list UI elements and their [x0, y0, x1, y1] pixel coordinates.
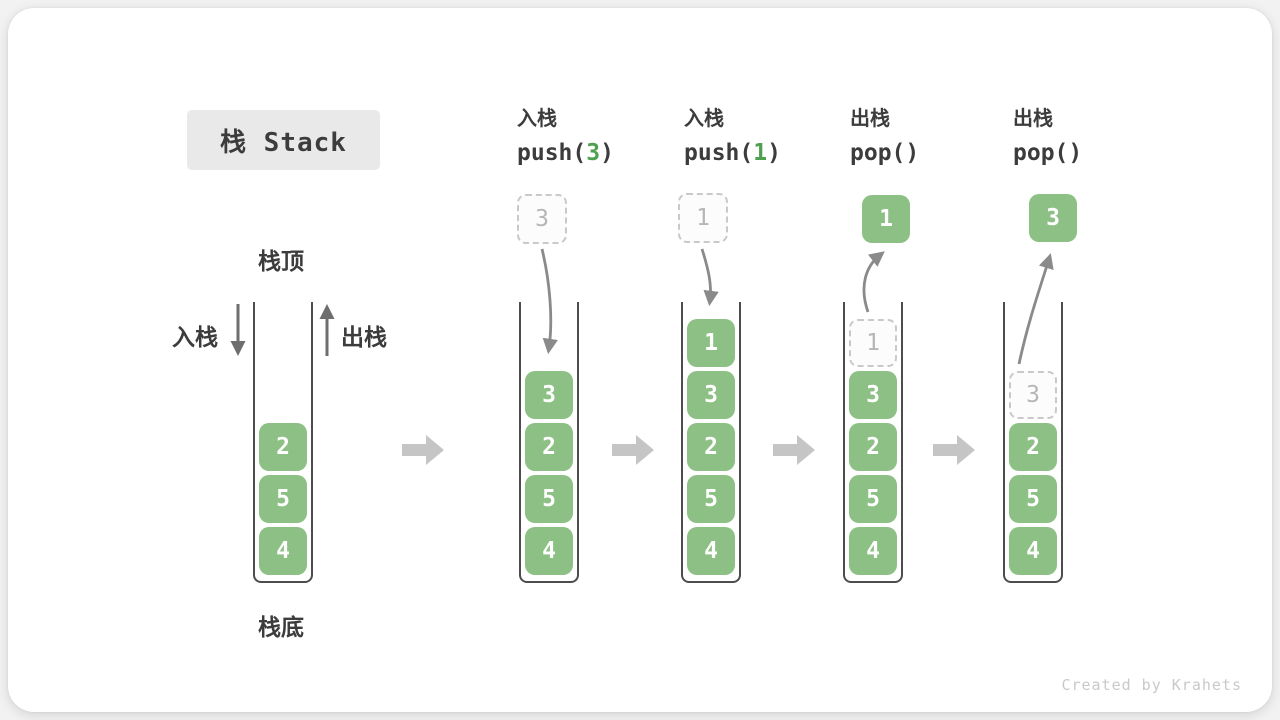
- cell-value: 4: [276, 538, 290, 564]
- stack-cell: 4: [525, 527, 573, 575]
- op-code: push(3): [517, 140, 667, 166]
- stack-cell: 2: [1009, 423, 1057, 471]
- stack-cell: 3: [687, 371, 735, 419]
- stack-cell: 2: [849, 423, 897, 471]
- stack-container-initial: [253, 302, 313, 583]
- stack-cell: 4: [849, 527, 897, 575]
- op-label: 入栈: [517, 108, 557, 130]
- stack-cell: 2: [525, 423, 573, 471]
- push-direction-label: 入栈: [172, 324, 218, 350]
- op-code: push(1): [684, 140, 834, 166]
- op-header-push-3: 入栈 push(3): [517, 104, 667, 166]
- code-close: ): [767, 140, 781, 166]
- code-arg: 1: [753, 140, 768, 166]
- op-label: 出栈: [850, 108, 890, 130]
- title-box: 栈 Stack: [187, 110, 380, 170]
- cell-value: 3: [1046, 205, 1060, 231]
- op-label: 入栈: [684, 108, 724, 130]
- stack-cell: 5: [259, 475, 307, 523]
- op-label: 出栈: [1013, 108, 1053, 130]
- stack-cell: 5: [1009, 475, 1057, 523]
- op-header-push-1: 入栈 push(1): [684, 104, 834, 166]
- stack-cell: 3: [849, 371, 897, 419]
- cell-value: 4: [866, 538, 880, 564]
- code-fn: pop(: [850, 140, 906, 166]
- stack-cell: 4: [687, 527, 735, 575]
- code-fn: push(: [684, 140, 754, 166]
- credit-text: Created by Krahets: [1061, 676, 1242, 694]
- page-title: 栈 Stack: [220, 127, 347, 158]
- pushed-cell-3: 3: [517, 194, 567, 244]
- ghost-cell: 3: [1009, 371, 1057, 419]
- ghost-cell: 1: [849, 319, 897, 367]
- cell-value: 1: [704, 330, 718, 356]
- stack-cell: 5: [687, 475, 735, 523]
- cell-value: 5: [866, 486, 880, 512]
- cell-value: 4: [542, 538, 556, 564]
- op-header-pop-1: 出栈 pop(): [850, 104, 1000, 166]
- op-code: pop(): [850, 140, 1000, 166]
- cell-value: 3: [704, 382, 718, 408]
- code-arg: 3: [586, 140, 601, 166]
- op-header-pop-3: 出栈 pop(): [1013, 104, 1163, 166]
- pop-direction-label: 出栈: [341, 324, 387, 350]
- stack-cell: 2: [259, 423, 307, 471]
- cell-value: 5: [1026, 486, 1040, 512]
- cell-value: 3: [535, 206, 549, 232]
- cell-value: 1: [879, 206, 893, 232]
- stack-bottom-label: 栈底: [258, 614, 304, 640]
- popped-cell-3: 3: [1029, 194, 1077, 242]
- pushed-cell-1: 1: [678, 193, 728, 243]
- code-close: ): [1068, 140, 1083, 166]
- stack-cell: 5: [849, 475, 897, 523]
- cell-value: 2: [276, 434, 290, 460]
- cell-value: 5: [704, 486, 718, 512]
- code-close: ): [600, 140, 614, 166]
- cell-value: 4: [704, 538, 718, 564]
- cell-value: 3: [866, 382, 880, 408]
- code-fn: pop(: [1013, 140, 1069, 166]
- code-fn: push(: [517, 140, 587, 166]
- cell-value: 3: [542, 382, 556, 408]
- cell-value: 2: [866, 434, 880, 460]
- stack-cell: 5: [525, 475, 573, 523]
- op-code: pop(): [1013, 140, 1163, 166]
- stack-container-after-push-1: [681, 302, 741, 583]
- stack-container-after-push-3: [519, 302, 579, 583]
- stack-container-after-pop-1: [843, 302, 903, 583]
- cell-value: 2: [1026, 434, 1040, 460]
- cell-value: 5: [276, 486, 290, 512]
- cell-value: 3: [1026, 382, 1040, 408]
- cell-value: 1: [866, 330, 880, 356]
- code-close: ): [905, 140, 920, 166]
- stack-cell: 4: [1009, 527, 1057, 575]
- stack-container-after-pop-3: [1003, 302, 1063, 583]
- cell-value: 2: [542, 434, 556, 460]
- cell-value: 2: [704, 434, 718, 460]
- stack-cell: 3: [525, 371, 573, 419]
- cell-value: 5: [542, 486, 556, 512]
- cell-value: 4: [1026, 538, 1040, 564]
- stack-cell: 2: [687, 423, 735, 471]
- popped-cell-1: 1: [862, 195, 910, 243]
- cell-value: 1: [696, 205, 710, 231]
- stack-top-label: 栈顶: [258, 248, 304, 274]
- stack-cell: 4: [259, 527, 307, 575]
- stack-cell: 1: [687, 319, 735, 367]
